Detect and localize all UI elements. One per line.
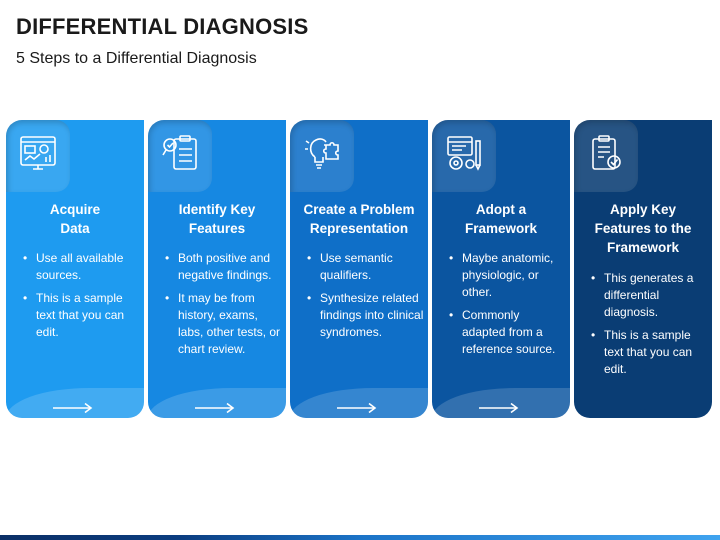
step-bullets: Use all available sources. This is a sam… bbox=[6, 250, 140, 347]
step-card-1: Acquire Data Use all available sources. … bbox=[6, 120, 144, 418]
step-bullet: Both positive and negative findings. bbox=[165, 250, 282, 284]
step-bullet: This generates a differential diagnosis. bbox=[591, 270, 708, 321]
step-bullet: Commonly adapted from a reference source… bbox=[449, 307, 566, 358]
step-bullets: Use semantic qualifiers. Synthesize rela… bbox=[290, 250, 424, 347]
step-bullets: This generates a differential diagnosis.… bbox=[574, 270, 708, 384]
step-heading: Adopt a Framework bbox=[464, 202, 538, 236]
step-bullet: Synthesize related findings into clinica… bbox=[307, 290, 424, 341]
step-card-4: Adopt a Framework Maybe anatomic, physio… bbox=[432, 120, 570, 418]
step-icon-tab bbox=[290, 120, 354, 192]
step-bullet: This is a sample text that you can edit. bbox=[591, 327, 708, 378]
arrow-right-icon bbox=[53, 402, 93, 414]
bottom-accent-bar bbox=[0, 535, 720, 540]
step-heading: Apply Key Features to the Framework bbox=[594, 202, 692, 255]
clipboard-search-icon bbox=[162, 135, 197, 170]
page-title: DIFFERENTIAL DIAGNOSIS bbox=[16, 14, 309, 39]
step-heading: Create a Problem Representation bbox=[303, 202, 415, 236]
step-bullets: Both positive and negative findings. It … bbox=[148, 250, 282, 364]
step-bullet: Use semantic qualifiers. bbox=[307, 250, 424, 284]
step-card-3: Create a Problem Representation Use sema… bbox=[290, 120, 428, 418]
step-bullet: Use all available sources. bbox=[23, 250, 140, 284]
step-icon-tab bbox=[148, 120, 212, 192]
arrow-right-icon bbox=[479, 402, 519, 414]
checklist-icon bbox=[592, 135, 621, 170]
step-heading: Identify Key Features bbox=[178, 202, 256, 236]
step-bullet: This is a sample text that you can edit. bbox=[23, 290, 140, 341]
lightbulb-puzzle-icon bbox=[305, 138, 339, 169]
arrow-right-icon bbox=[337, 402, 377, 414]
data-dashboard-icon bbox=[20, 136, 56, 170]
step-bullets: Maybe anatomic, physiologic, or other. C… bbox=[432, 250, 566, 364]
step-icon-tab bbox=[432, 120, 496, 192]
page-subtitle: 5 Steps to a Differential Diagnosis bbox=[16, 50, 257, 67]
step-card-5: Apply Key Features to the Framework This… bbox=[574, 120, 712, 418]
step-bullet: It may be from history, exams, labs, oth… bbox=[165, 290, 282, 358]
arrow-right-icon bbox=[195, 402, 235, 414]
step-icon-tab bbox=[6, 120, 70, 192]
step-icon-tab bbox=[574, 120, 638, 192]
step-heading: Acquire Data bbox=[49, 202, 101, 236]
step-bullet: Maybe anatomic, physiologic, or other. bbox=[449, 250, 566, 301]
step-card-2: Identify Key Features Both positive and … bbox=[148, 120, 286, 418]
framework-gears-icon bbox=[447, 136, 481, 171]
